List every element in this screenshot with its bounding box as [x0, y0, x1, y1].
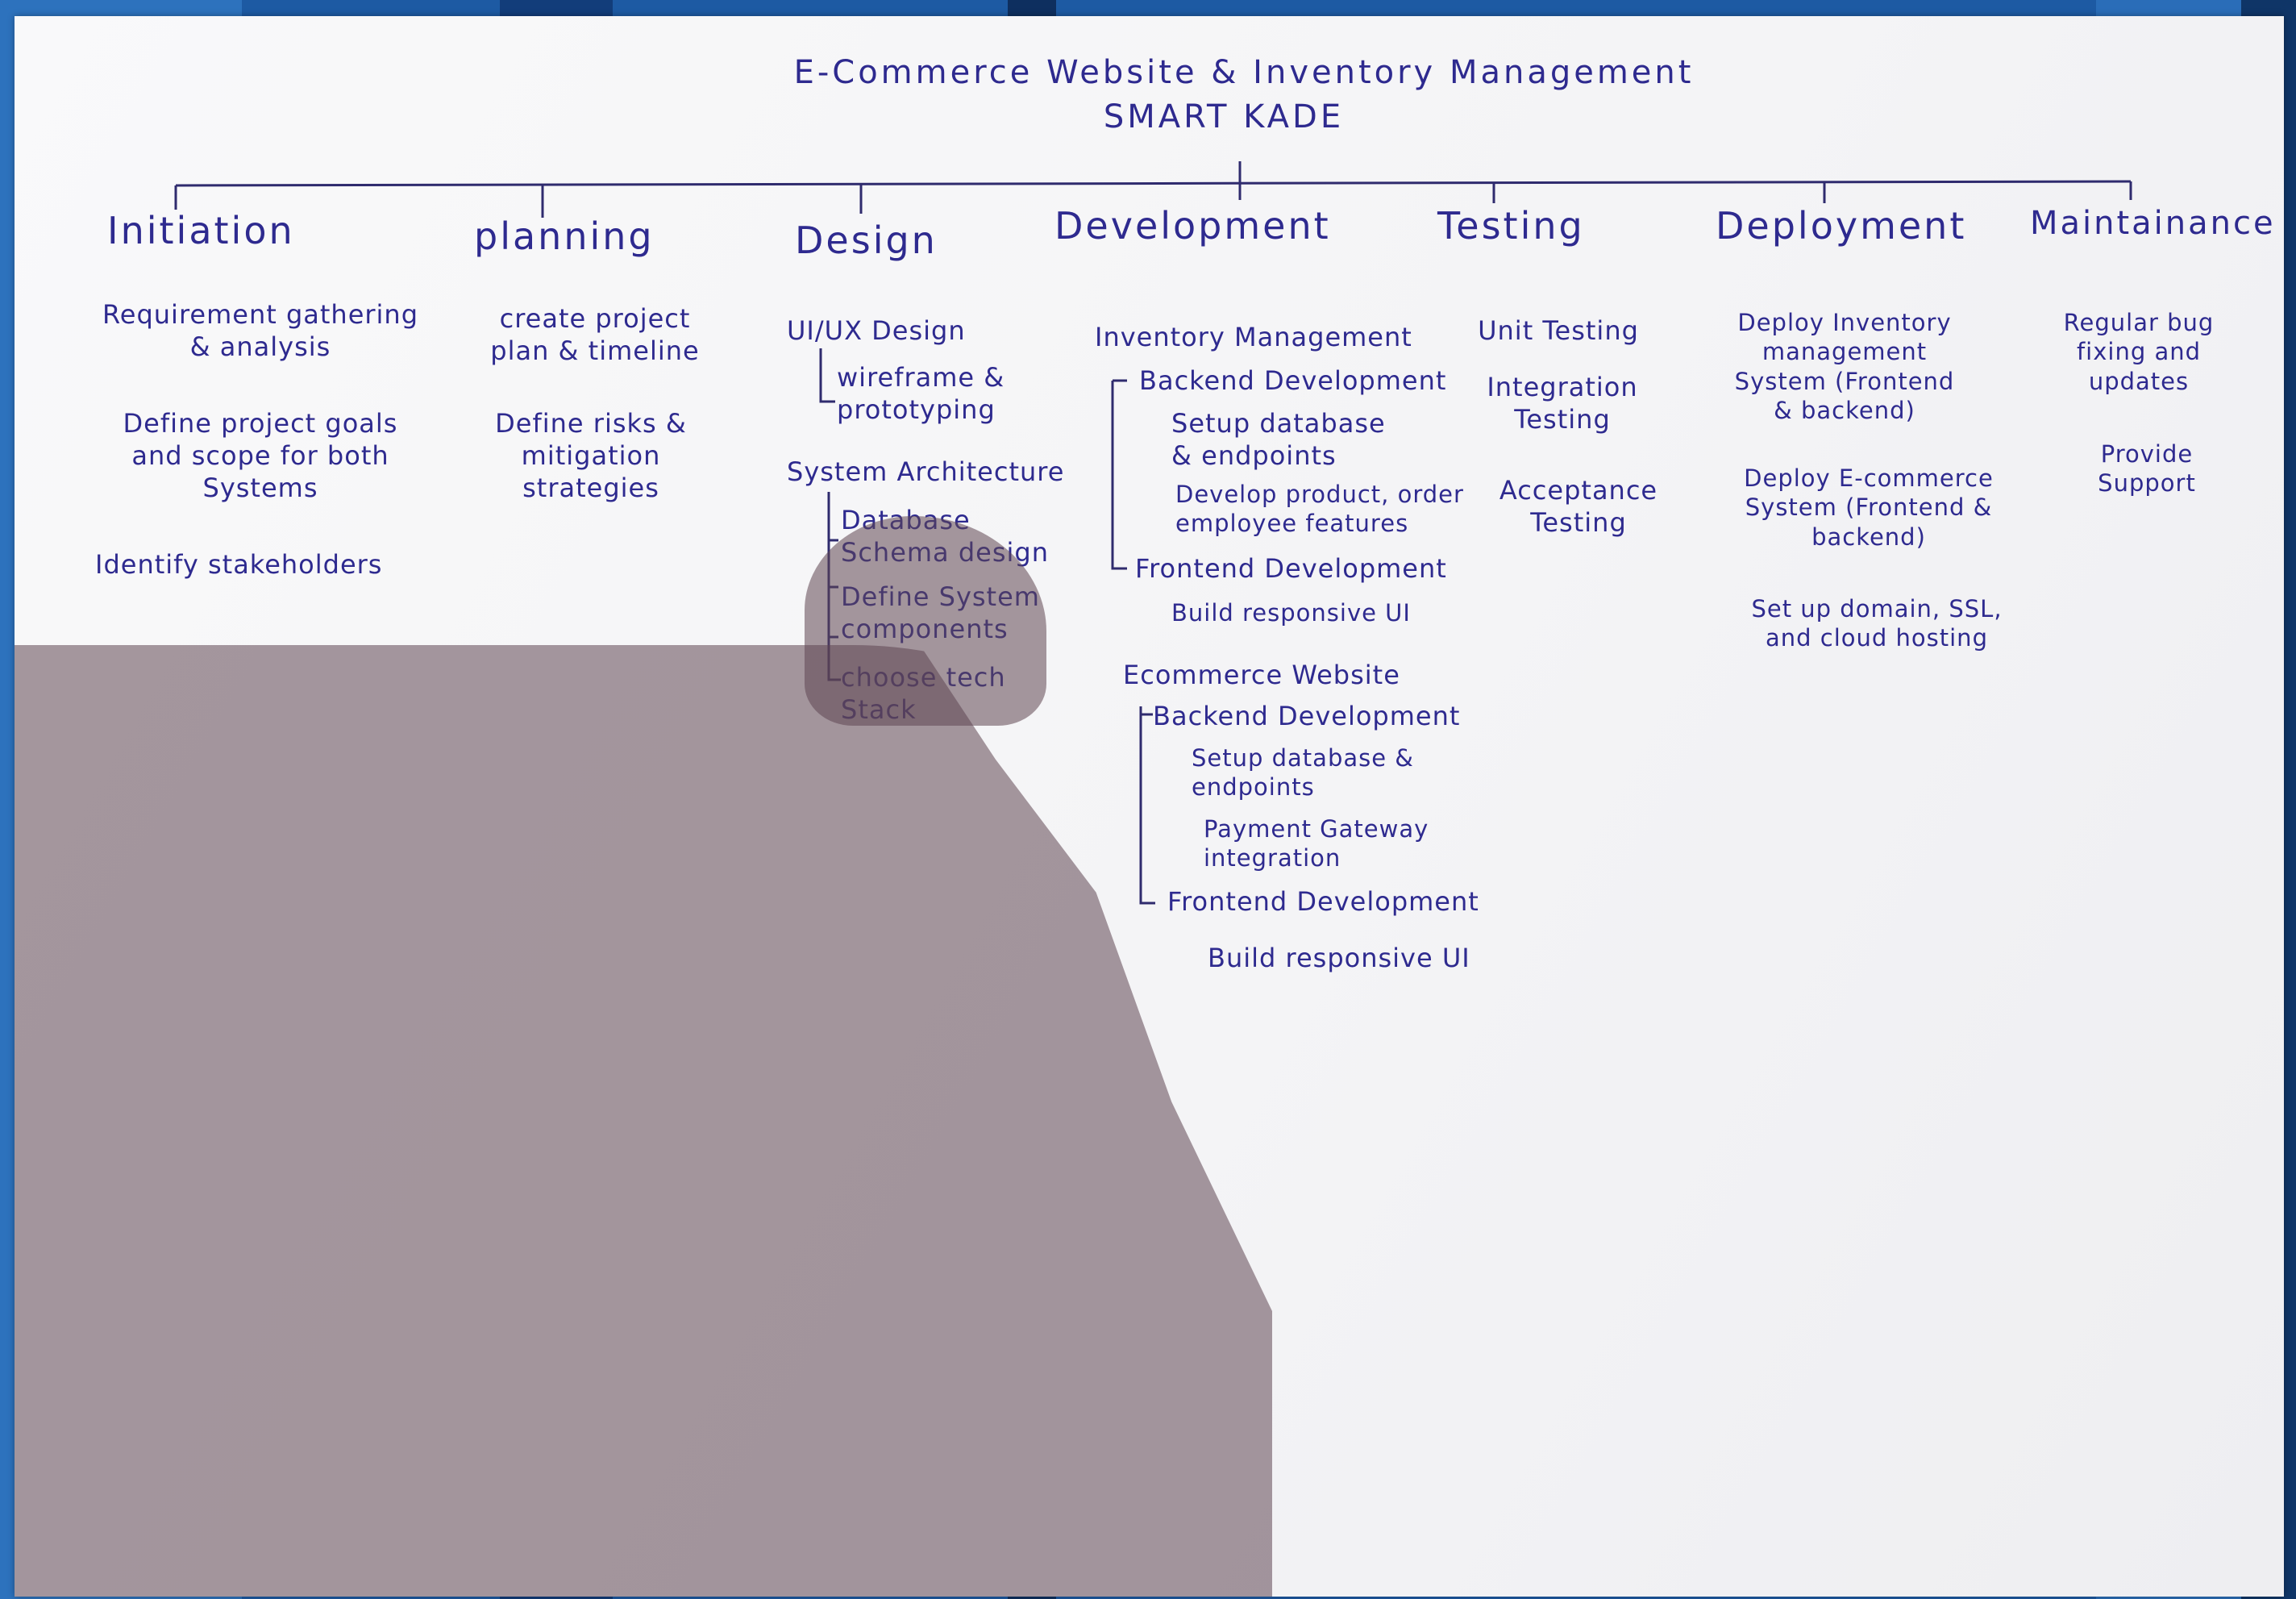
development-ecommerce: Ecommerce Website: [1123, 660, 1400, 690]
development-inventory: Inventory Management: [1095, 322, 1412, 352]
inventory-backend-item: Setup database & endpoints: [1171, 408, 1386, 471]
ecommerce-frontend: Frontend Development: [1167, 886, 1479, 917]
inventory-backend: Backend Development: [1139, 365, 1447, 396]
maintenance-item: Provide Support: [2098, 440, 2196, 498]
bracket-inventory: [1111, 381, 1127, 570]
ecommerce-backend-item: Payment Gateway integration: [1204, 815, 1429, 872]
ecommerce-backend-item: Setup database & endpoints: [1192, 744, 1414, 802]
ecommerce-backend: Backend Development: [1153, 701, 1461, 731]
bracket-ecommerce: [1139, 706, 1155, 905]
ecommerce-frontend-item: Build responsive UI: [1208, 943, 1470, 973]
phase-bar: [175, 180, 2132, 187]
bracket-uiux: [819, 348, 835, 403]
phase-deployment: Deployment: [1716, 204, 1967, 248]
planning-item: Define risks & mitigation strategies: [495, 408, 687, 503]
design-uiux: UI/UX Design: [787, 315, 966, 346]
initiation-item: Requirement gathering & analysis: [102, 299, 419, 362]
testing-item: Unit Testing: [1478, 315, 1639, 346]
deployment-item: Deploy E-commerce System (Frontend & bac…: [1744, 464, 1994, 551]
paper-sheet: E-Commerce Website & Inventory Managemen…: [15, 16, 2284, 1597]
design-architecture-item: choose tech Stack: [841, 662, 1006, 725]
planning-item: create project plan & timeline: [490, 303, 700, 366]
inventory-backend-item: Develop product, order employee features: [1175, 481, 1464, 538]
testing-item: Acceptance Testing: [1499, 475, 1658, 538]
design-uiux-item: wireframe & prototyping: [837, 362, 1005, 425]
phase-maintenance: Maintainance: [2030, 205, 2276, 242]
wbs-connector-lines: [174, 161, 2132, 905]
initiation-item: Define project goals and scope for both …: [123, 408, 398, 503]
phase-testing: Testing: [1437, 204, 1585, 248]
inventory-frontend: Frontend Development: [1135, 553, 1447, 584]
phase-initiation: Initiation: [107, 209, 295, 252]
deployment-item: Set up domain, SSL, and cloud hosting: [1751, 595, 2003, 652]
inventory-frontend-item: Build responsive UI: [1171, 599, 1411, 627]
design-architecture-item: Define System components: [841, 581, 1040, 644]
phase-design: Design: [795, 219, 938, 262]
design-architecture: System Architecture: [787, 456, 1065, 487]
design-architecture-item: Database Schema design: [841, 505, 1049, 568]
initiation-item: Identify stakeholders: [95, 549, 383, 580]
phase-development: Development: [1054, 204, 1331, 248]
diagram-subtitle: SMART KADE: [1103, 98, 1345, 135]
phase-planning: planning: [474, 214, 655, 258]
testing-item: Integration Testing: [1487, 372, 1638, 435]
deployment-item: Deploy Inventory management System (Fron…: [1734, 309, 1955, 424]
maintenance-item: Regular bug fixing and updates: [2063, 309, 2215, 395]
diagram-title: E-Commerce Website & Inventory Managemen…: [793, 54, 1695, 91]
